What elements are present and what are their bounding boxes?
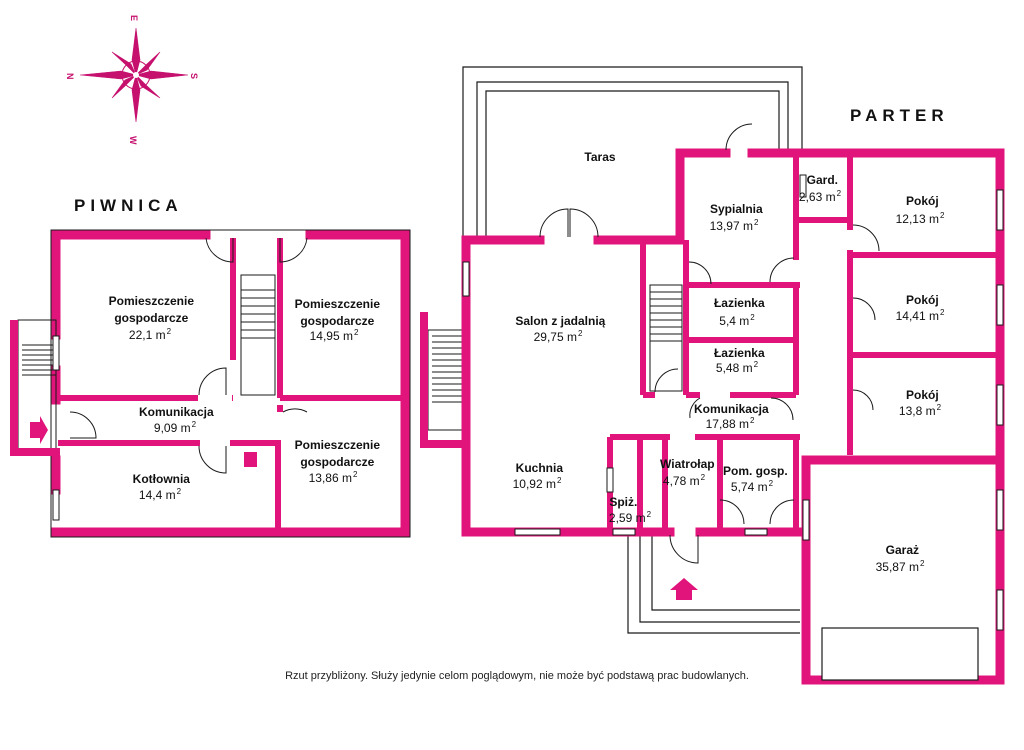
room-taras: Taras (584, 150, 615, 164)
room-lazienka-2: Łazienka 5,48 m2 (714, 346, 768, 375)
ground-floor-title: PARTER (850, 106, 949, 125)
room-pg1: Pomieszczenie gospodarcze 22,1 m2 (109, 294, 198, 342)
room-sypialnia: Sypialnia 13,97 m2 (710, 202, 766, 233)
compass-rose-icon: E N S W (65, 15, 199, 145)
room-komunikacja-basement: Komunikacja 9,09 m2 (139, 405, 217, 435)
room-kotlownia: Kotłownia 14,4 m2 (133, 472, 194, 502)
room-komunikacja-ground: Komunikacja 17,88 m2 (694, 402, 772, 431)
compass-west: W (128, 136, 138, 145)
room-garaz: Garaż 35,87 m2 (876, 543, 925, 574)
room-garderoba: Gard. 2,63 m2 (799, 173, 842, 204)
room-pg2: Pomieszczenie gospodarcze 14,95 m2 (295, 297, 384, 343)
room-wiatrolap: Wiatrołap 4,78 m2 (660, 457, 718, 488)
room-pg3: Pomieszczenie gospodarcze 13,86 m2 (295, 438, 384, 485)
disclaimer-text: Rzut przybliżony. Służy jedynie celom po… (285, 670, 749, 682)
room-lazienka-1: Łazienka 5,4 m2 (714, 296, 768, 328)
basement-title: PIWNICA (74, 196, 183, 215)
entrance-arrow-icon (30, 416, 48, 444)
room-kuchnia: Kuchnia 10,92 m2 (513, 461, 567, 491)
room-spiz: Spiż. 2,59 m2 (609, 495, 652, 525)
ground-floor-plan (420, 66, 1005, 685)
compass-east: E (129, 15, 139, 21)
basement-plan (10, 229, 411, 538)
room-pokoj-2: Pokój 14,41 m2 (896, 293, 945, 323)
room-pokoj-3: Pokój 13,8 m2 (899, 388, 942, 418)
entrance-arrow-icon (670, 578, 698, 600)
room-pokoj-1: Pokój 12,13 m2 (896, 194, 945, 226)
compass-north: N (65, 73, 75, 80)
compass-south: S (189, 73, 199, 79)
room-pom-gosp: Pom. gosp. 5,74 m2 (723, 464, 791, 494)
room-salon: Salon z jadalnią 29,75 m2 (515, 314, 608, 344)
